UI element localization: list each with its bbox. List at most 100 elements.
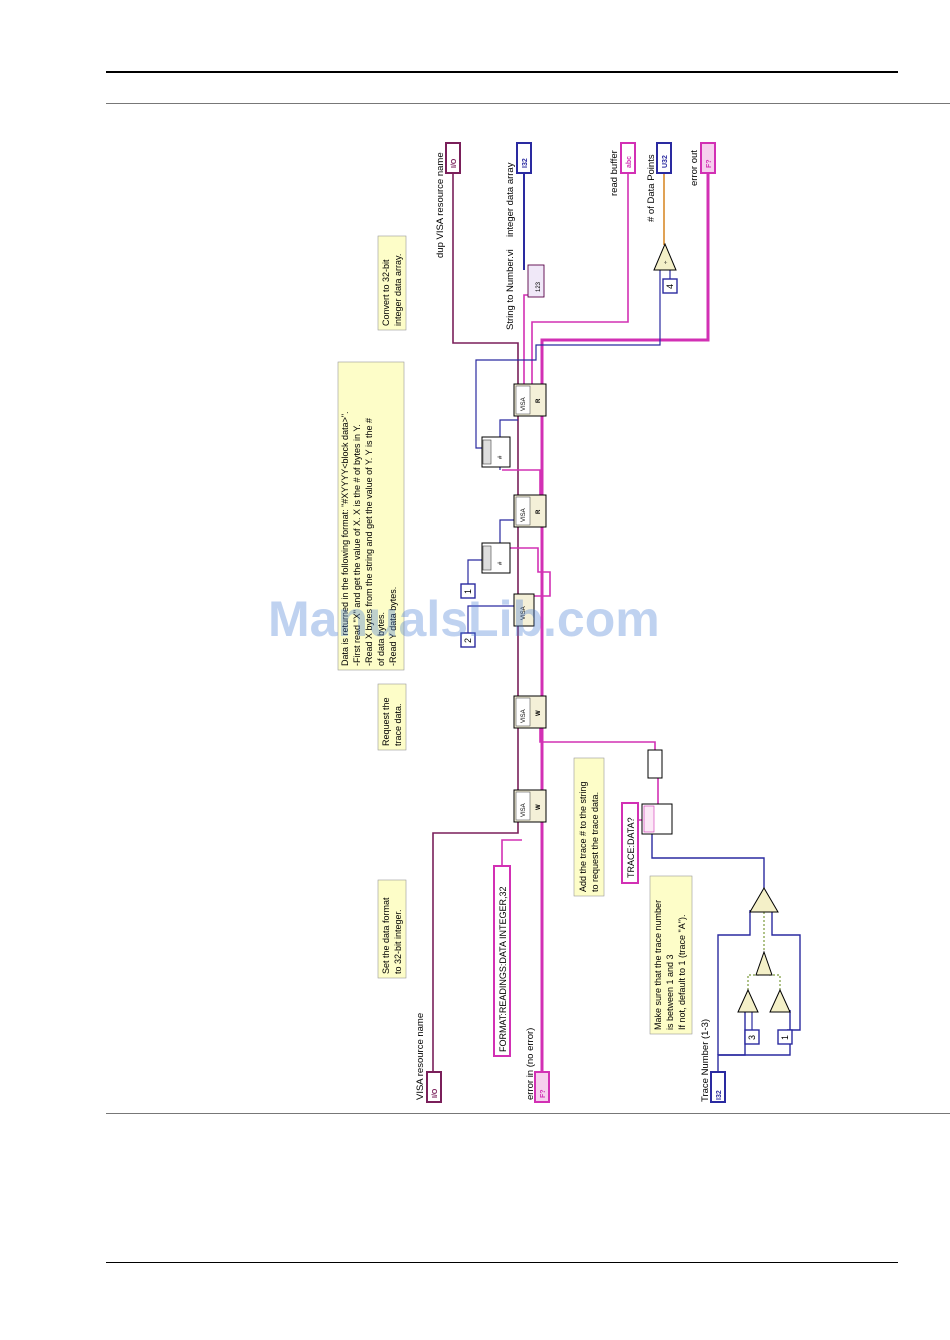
divide-node[interactable]: ÷ — [653, 242, 677, 271]
and-node[interactable] — [755, 950, 773, 976]
terminal-trace-number-tag: I32 — [716, 1090, 723, 1100]
append-node[interactable] — [647, 749, 663, 779]
const-one-a[interactable]: 1 — [460, 583, 476, 599]
visa-read-x-node[interactable]: VISA — [513, 593, 535, 627]
visa-read-y-node[interactable]: VISA R — [513, 494, 547, 528]
svg-text:123: 123 — [536, 281, 542, 292]
svg-text:-First read "X" and get the va: -First read "X" and get the value of X. … — [352, 424, 362, 666]
comment-range-check: Make sure that the trace number is betwe… — [649, 875, 693, 1035]
label-trace-number: Trace Number (1-3) — [700, 1019, 711, 1102]
cmd-to-write-wire — [539, 720, 656, 752]
terminal-error-in[interactable]: F? — [534, 1071, 550, 1103]
svg-text:Convert to 32-bit: Convert to 32-bit — [381, 259, 391, 326]
le-to-and-wire — [747, 974, 760, 990]
svg-text:If not, default to 1 (trace "A: If not, default to 1 (trace "A"). — [677, 915, 687, 1030]
scan-y-node[interactable]: # — [481, 436, 511, 468]
svg-text:VISA: VISA — [521, 709, 527, 723]
svg-text:W: W — [536, 804, 542, 810]
comment-request: Request the trace data. — [377, 683, 407, 751]
visa-write-request-node[interactable]: VISA W — [513, 695, 547, 729]
svg-text:of data bytes.: of data bytes. — [376, 612, 386, 666]
format-string-text: FORMAT:READINGS:DATA INTEGER,32 — [498, 886, 508, 1052]
terminal-num-points-tag: U32 — [662, 155, 669, 168]
const-one-a-text: 1 — [463, 589, 473, 594]
footer-rule — [106, 1262, 898, 1263]
string-to-number-subvi[interactable]: 123 — [527, 264, 545, 298]
comment-block-data: Data is returned in the following format… — [337, 361, 405, 671]
trace-string-constant[interactable]: TRACE:DATA? — [621, 802, 639, 884]
const-two[interactable]: 2 — [460, 632, 476, 648]
y-to-divide-wire — [475, 270, 661, 449]
const-one-b[interactable]: 1 — [777, 1029, 793, 1045]
label-read-buffer: read buffer — [609, 150, 620, 196]
const-four-text: 4 — [665, 284, 675, 289]
terminal-visa-in-tag: I/O — [432, 1088, 439, 1098]
const-three[interactable]: 3 — [744, 1029, 760, 1045]
svg-text:#: # — [498, 455, 504, 459]
svg-text:Make sure that the trace numbe: Make sure that the trace number — [653, 900, 663, 1030]
svg-text:#: # — [498, 561, 504, 565]
greater-equal-node[interactable] — [769, 988, 791, 1013]
read2-to-scan-wire — [502, 469, 541, 496]
terminal-integer-array[interactable]: I32 — [516, 142, 532, 174]
visa-read-data-node[interactable]: VISA R — [513, 383, 547, 417]
terminal-read-buffer-tag: abc — [626, 156, 633, 168]
const-one-b-text: 1 — [780, 1035, 790, 1040]
label-visa-in: VISA resource name — [415, 1013, 426, 1100]
terminal-error-out-tag: F? — [706, 159, 713, 168]
format-string-constant[interactable]: FORMAT:READINGS:DATA INTEGER,32 — [493, 865, 511, 1057]
svg-text:÷: ÷ — [664, 260, 670, 264]
terminal-integer-array-tag: I32 — [522, 158, 529, 168]
trace-to-select-wire — [717, 910, 751, 1055]
label-num-points: # of Data Points — [646, 154, 657, 222]
svg-text:trace data.: trace data. — [393, 703, 403, 746]
count1-wire — [467, 605, 515, 636]
terminal-read-buffer[interactable]: abc — [620, 142, 636, 174]
svg-text:-Read Y data bytes.: -Read Y data bytes. — [388, 587, 398, 666]
label-error-out: error out — [689, 150, 700, 186]
comment-add-trace: Add the trace # to the string to request… — [573, 757, 605, 897]
svg-text:VISA: VISA — [521, 508, 527, 522]
svg-text:W: W — [536, 710, 542, 716]
comment-set-format: Set the data format to 32-bit integer. — [377, 879, 407, 979]
terminal-error-in-tag: F? — [540, 1089, 547, 1098]
const-three-text: 3 — [747, 1035, 757, 1040]
select-node[interactable] — [749, 887, 779, 913]
svg-text:Set the data format: Set the data format — [381, 897, 391, 974]
svg-text:Request the: Request the — [381, 697, 391, 746]
terminal-visa-in[interactable]: I/O — [426, 1071, 442, 1103]
terminal-trace-number[interactable]: I32 — [710, 1071, 726, 1103]
svg-text:VISA: VISA — [521, 803, 527, 817]
label-integer-array: integer data array — [505, 162, 516, 237]
x-to-read2-wire — [499, 519, 518, 548]
label-dup-visa: dup VISA resource name — [435, 152, 446, 258]
trace-to-le-wire — [718, 1010, 746, 1056]
less-equal-node[interactable] — [737, 988, 759, 1013]
svg-text:Data is returned in the follow: Data is returned in the following format… — [340, 411, 350, 666]
top-rule — [106, 71, 898, 73]
comment-convert: Convert to 32-bit integer data array. — [377, 235, 407, 331]
svg-text:Add the trace # to the string: Add the trace # to the string — [578, 781, 588, 892]
select-to-format-wire — [651, 833, 765, 888]
const-two-text: 2 — [463, 638, 473, 643]
visa-wire — [432, 168, 519, 1072]
svg-text:to request the trace data.: to request the trace data. — [590, 792, 600, 892]
terminal-num-points[interactable]: U32 — [656, 142, 672, 174]
terminal-dup-visa[interactable]: I/O — [445, 142, 461, 174]
count2-wire — [467, 559, 485, 590]
visa-write-format-node[interactable]: VISA W — [513, 789, 547, 823]
terminal-error-out[interactable]: F? — [700, 142, 716, 174]
footer-top-rule — [106, 1113, 950, 1114]
ge-to-and-wire — [768, 974, 781, 990]
scan-x-node[interactable]: # — [481, 542, 511, 574]
header-rule — [106, 103, 950, 104]
svg-text:VISA: VISA — [521, 606, 527, 620]
const-four[interactable]: 4 — [662, 278, 678, 294]
diagram-area — [332, 108, 828, 1108]
concatenate-node[interactable] — [641, 803, 673, 835]
default-one-wire — [771, 910, 801, 1031]
label-error-in: error in (no error) — [525, 1028, 536, 1100]
trace-string-text: TRACE:DATA? — [626, 817, 636, 878]
svg-text:to 32-bit integer.: to 32-bit integer. — [393, 909, 403, 974]
